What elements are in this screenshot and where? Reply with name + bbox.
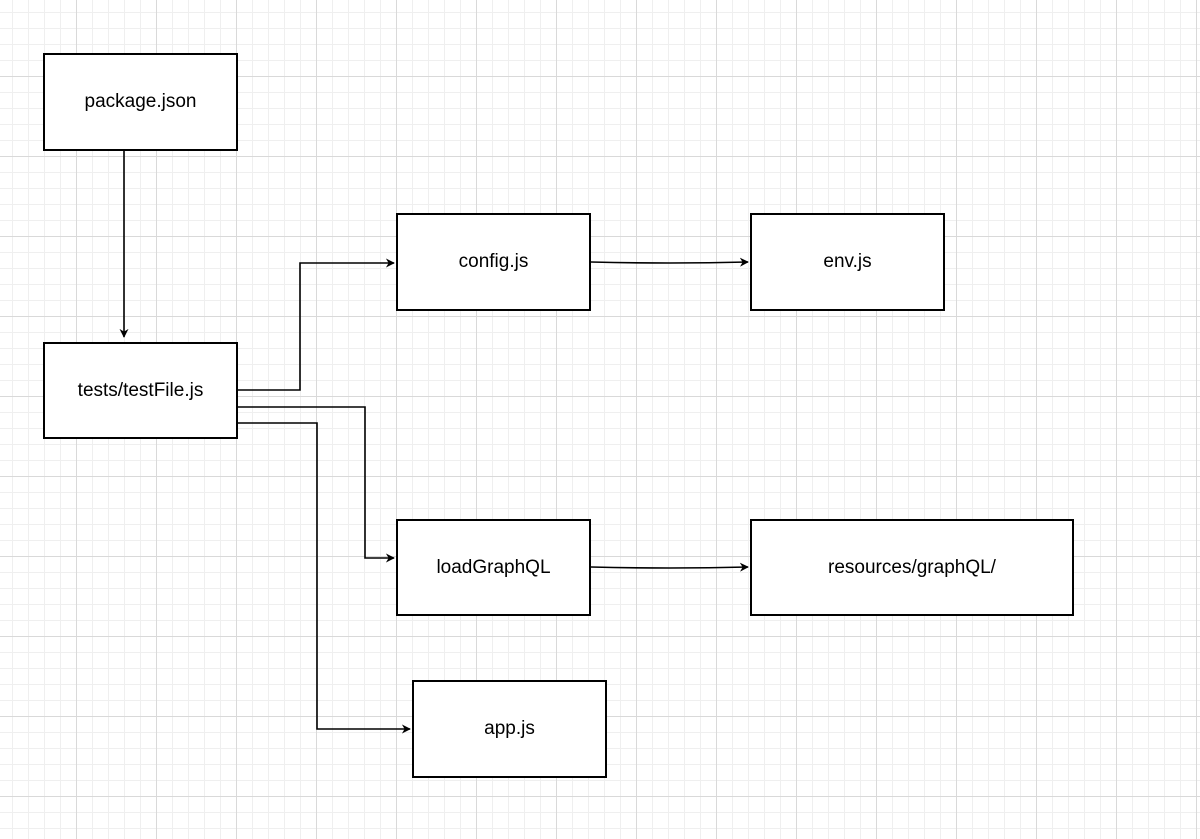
node-config-js[interactable]: config.js (396, 213, 591, 311)
node-label: app.js (484, 718, 535, 739)
node-loadgraphql[interactable]: loadGraphQL (396, 519, 591, 616)
edge-tests-to-config (238, 258, 395, 391)
node-label: loadGraphQL (436, 556, 551, 578)
node-label: config.js (458, 251, 529, 272)
node-label: tests/testFile.js (77, 379, 204, 401)
node-label: resources/graphQL/ (828, 556, 996, 578)
node-resources-graphql[interactable]: resources/graphQL/ (750, 519, 1074, 616)
node-app-js[interactable]: app.js (412, 680, 607, 778)
edge-loadgraphql-to-resources (590, 562, 749, 572)
node-tests-testfile-js[interactable]: tests/testFile.js (43, 342, 238, 439)
edge-tests-to-loadgraphql (238, 406, 395, 563)
node-package-json[interactable]: package.json (43, 53, 238, 151)
edge-tests-to-app (238, 422, 411, 734)
node-label: package.json (84, 91, 197, 112)
node-env-js[interactable]: env.js (750, 213, 945, 311)
node-label: env.js (823, 251, 872, 272)
edge-config-to-env (590, 257, 749, 267)
